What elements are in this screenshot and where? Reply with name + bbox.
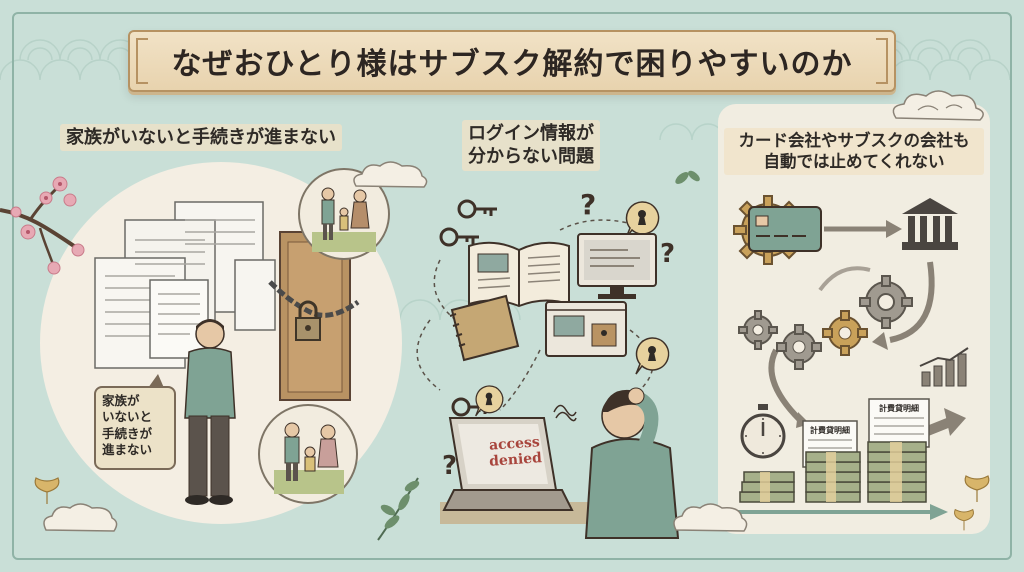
stopwatch-icon <box>740 404 786 459</box>
gear-icon <box>859 275 913 329</box>
document-icon <box>149 279 209 359</box>
speech-bubble-line2: いないと <box>102 409 153 425</box>
gear-icon <box>776 324 822 370</box>
keyhole-icon <box>475 385 504 417</box>
notebook-icon <box>449 294 520 362</box>
question-mark-icon: ? <box>660 239 675 269</box>
key-icon <box>439 227 479 247</box>
cloud-icon <box>892 90 984 121</box>
confusion-swirl-icon <box>553 404 577 422</box>
ginkgo-leaf-icon <box>954 508 974 531</box>
decorative-frame <box>12 12 1012 560</box>
open-book-icon <box>468 241 570 308</box>
speech-bubble-line3: 手続きが <box>102 425 153 441</box>
leaf-branch-icon <box>675 170 700 184</box>
section-login-heading-line1: ログイン情報が <box>468 123 594 144</box>
question-mark-icon: ? <box>580 188 596 221</box>
svg-text:?: ? <box>580 188 596 221</box>
key-icon <box>457 199 497 219</box>
money-stack-icon <box>739 471 795 503</box>
person-standing-icon <box>184 319 236 505</box>
keyhole-icon <box>635 337 670 375</box>
ginkgo-leaf-icon <box>964 475 990 502</box>
question-mark-icon: ? <box>442 451 457 481</box>
keyhole-icon <box>625 201 660 239</box>
section-family-heading-text: 家族がいないと手続きが進まない <box>66 127 336 148</box>
section-family-heading: 家族がいないと手続きが進まない <box>60 124 342 152</box>
family-icon <box>274 422 344 494</box>
speech-bubble: 家族が いないと 手続きが 進まない <box>94 374 176 470</box>
svg-text:?: ? <box>660 239 675 269</box>
laptop-icon <box>440 417 590 524</box>
section-login-heading: ログイン情報が 分からない問題 <box>462 120 600 171</box>
gear-icon <box>822 310 868 356</box>
cloud-icon <box>353 161 428 188</box>
speech-bubble-line4: 進まない <box>102 441 153 457</box>
gear-icon <box>738 310 778 350</box>
section-card-heading: カード会社やサブスクの会社も 自動では止めてくれない <box>724 128 984 175</box>
monitor-icon <box>577 233 657 299</box>
money-stack-icon <box>805 451 861 503</box>
money-stack-icon <box>867 441 927 503</box>
family-icon <box>312 187 376 252</box>
title-banner: なぜおひとり様はサブスク解約で困りやすいのか <box>128 30 896 92</box>
cherry-blossom-icon <box>0 176 85 275</box>
receipt-label: 計費貸明細 <box>879 404 919 413</box>
growth-chart-icon <box>919 347 969 387</box>
cloud-icon <box>43 503 118 532</box>
section-login-heading-line2: 分からない問題 <box>468 146 594 168</box>
leaf-branch-icon <box>377 477 420 541</box>
cloud-icon <box>673 503 748 532</box>
person-confused-icon <box>584 387 680 539</box>
receipt-icon <box>868 398 930 448</box>
arrow-right-icon <box>824 220 902 238</box>
svg-text:?: ? <box>442 451 457 481</box>
credit-card-icon <box>748 206 822 252</box>
browser-window-icon <box>545 301 627 357</box>
section-card-heading-line1: カード会社やサブスクの会社も <box>738 131 970 150</box>
receipt-label: 計費貸明細 <box>810 426 850 435</box>
ginkgo-leaf-icon <box>34 477 60 504</box>
section-card-heading-line2: 自動では止めてくれない <box>763 152 945 172</box>
bank-icon <box>902 198 958 250</box>
speech-bubble-line1: 家族が <box>102 393 140 408</box>
locked-door-icon <box>268 231 360 401</box>
page-title: なぜおひとり様はサブスク解約で困りやすいのか <box>171 47 853 82</box>
